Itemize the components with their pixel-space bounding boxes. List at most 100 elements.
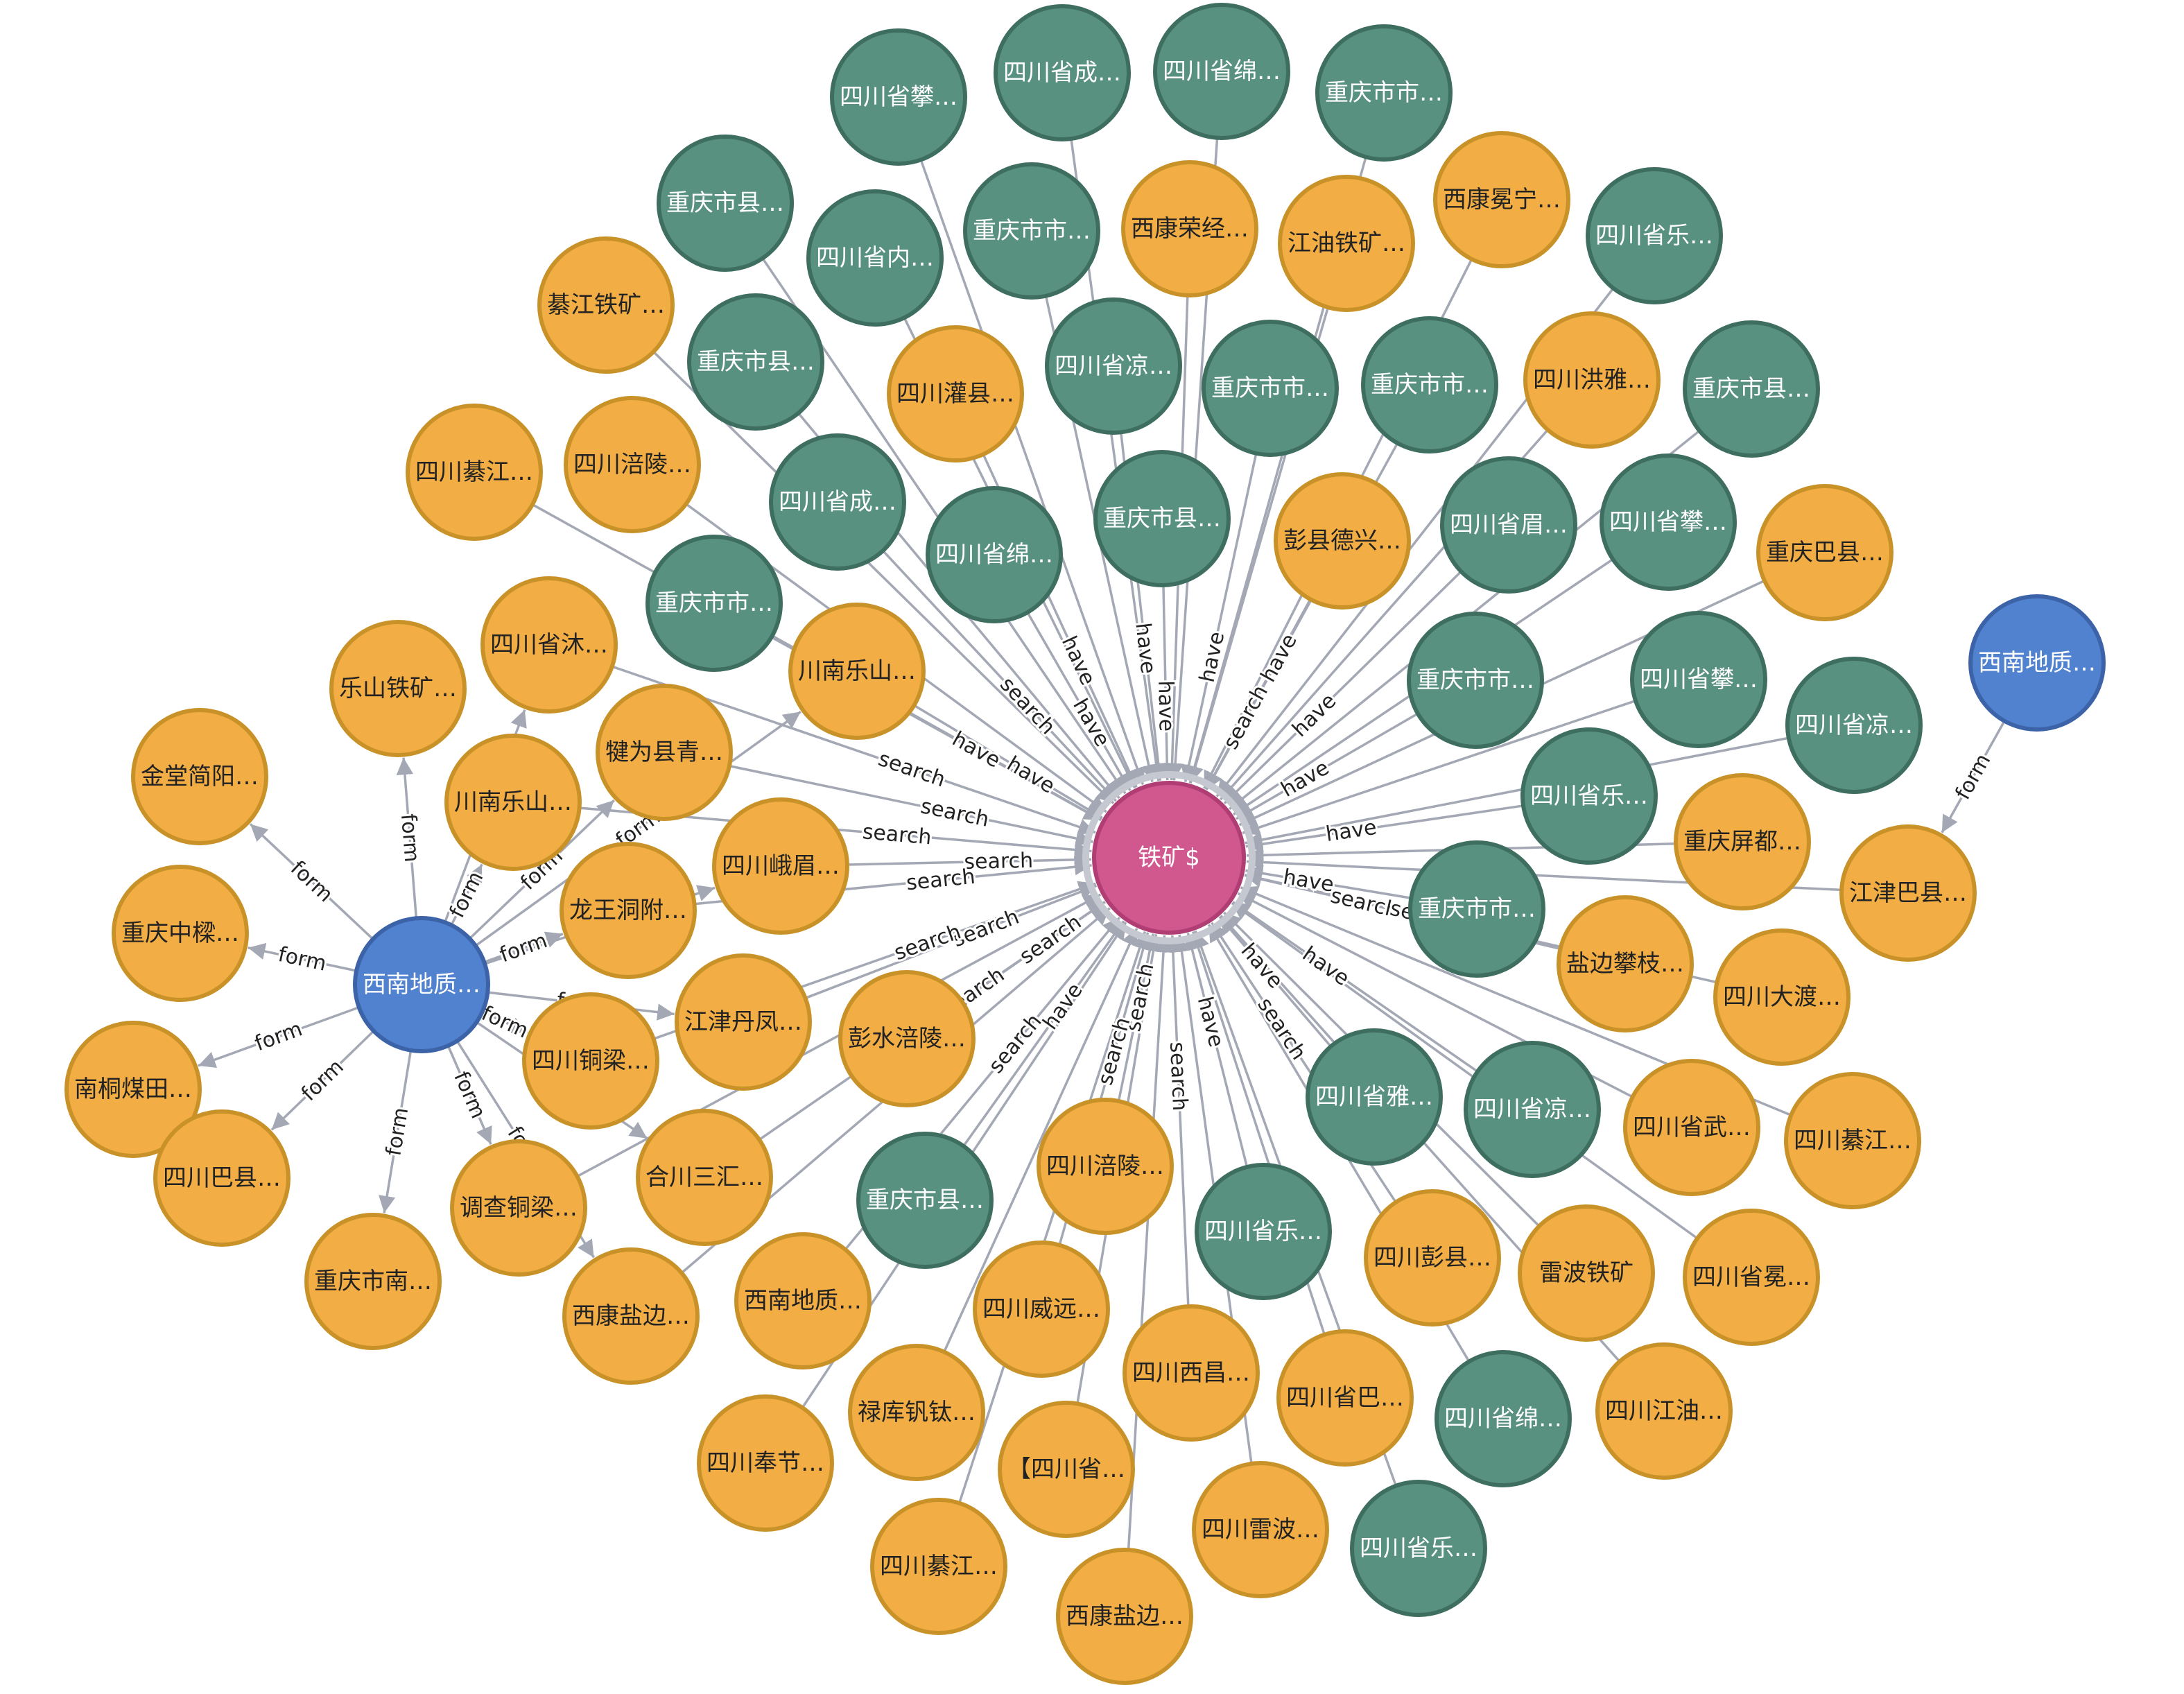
graph-node-o39[interactable]: 西康盐边… <box>562 1247 700 1385</box>
graph-node-g22[interactable]: 四川省凉… <box>1785 657 1923 794</box>
graph-node-o2[interactable]: 西康冕宁… <box>1433 131 1570 268</box>
node-circle[interactable] <box>806 189 944 327</box>
node-circle[interactable] <box>1364 1189 1501 1326</box>
graph-node-o31[interactable]: 四川涪陵… <box>1037 1098 1174 1235</box>
node-circle[interactable] <box>1557 895 1694 1032</box>
node-circle[interactable] <box>1092 781 1246 935</box>
node-circle[interactable] <box>973 1241 1110 1378</box>
graph-node-o7[interactable]: 四川綦江… <box>406 404 543 541</box>
node-circle[interactable] <box>329 620 467 757</box>
graph-node-o37[interactable]: 重庆市南… <box>304 1213 442 1350</box>
node-circle[interactable] <box>963 162 1100 300</box>
graph-node-g8[interactable]: 四川省内… <box>806 189 944 327</box>
graph-node-o11[interactable]: 四川省沐… <box>480 576 618 714</box>
graph-node-g25[interactable]: 四川省雅… <box>1306 1028 1443 1166</box>
node-circle[interactable] <box>1408 840 1545 978</box>
node-circle[interactable] <box>304 1213 442 1350</box>
node-circle[interactable] <box>998 1401 1135 1538</box>
graph-node-o16[interactable]: 川南乐山… <box>444 734 582 871</box>
graph-node-o4[interactable]: 綦江铁矿… <box>537 236 675 374</box>
node-circle[interactable] <box>1440 456 1577 594</box>
node-circle[interactable] <box>687 293 824 431</box>
graph-node-o47[interactable]: 四川雷波… <box>1192 1461 1329 1598</box>
node-circle[interactable] <box>1202 320 1339 457</box>
node-circle[interactable] <box>1968 594 2106 732</box>
node-circle[interactable] <box>1839 824 1977 962</box>
node-circle[interactable] <box>450 1139 587 1277</box>
node-circle[interactable] <box>1350 1480 1487 1617</box>
node-circle[interactable] <box>712 797 849 935</box>
node-circle[interactable] <box>1630 611 1767 748</box>
node-circle[interactable] <box>848 1344 985 1481</box>
graph-node-g21[interactable]: 四川省攀… <box>1630 611 1767 748</box>
graph-node-g29[interactable]: 四川省绵… <box>1435 1350 1572 1487</box>
node-circle[interactable] <box>645 535 783 672</box>
graph-node-c[interactable]: 铁矿$ <box>1082 771 1256 944</box>
node-circle[interactable] <box>153 1109 291 1247</box>
node-circle[interactable] <box>1433 131 1570 268</box>
node-circle[interactable] <box>838 970 976 1107</box>
graph-node-o12[interactable]: 川南乐山… <box>788 603 926 740</box>
node-circle[interactable] <box>734 1232 872 1369</box>
node-circle[interactable] <box>1520 727 1658 865</box>
graph-node-g2[interactable]: 四川省成… <box>994 4 1131 141</box>
node-circle[interactable] <box>1407 612 1544 749</box>
node-circle[interactable] <box>830 28 967 166</box>
node-circle[interactable] <box>131 708 268 845</box>
graph-node-o40[interactable]: 四川威远… <box>973 1241 1110 1378</box>
graph-node-g13[interactable]: 重庆市县… <box>1683 320 1820 458</box>
graph-node-o44[interactable]: 禄库钒钛… <box>848 1344 985 1481</box>
node-circle[interactable] <box>870 1498 1007 1635</box>
node-circle[interactable] <box>697 1394 834 1532</box>
graph-node-o43[interactable]: 四川江油… <box>1595 1342 1733 1480</box>
graph-node-g5[interactable]: 重庆市县… <box>657 135 794 272</box>
graph-node-o24[interactable]: 江津丹凤… <box>675 953 812 1091</box>
node-circle[interactable] <box>1674 773 1811 910</box>
graph-node-g7[interactable]: 四川省乐… <box>1586 167 1723 304</box>
node-circle[interactable] <box>353 916 490 1053</box>
node-circle[interactable] <box>560 842 697 979</box>
node-circle[interactable] <box>1756 484 1893 621</box>
node-circle[interactable] <box>480 576 618 714</box>
node-circle[interactable] <box>788 603 926 740</box>
graph-node-o42[interactable]: 四川省巴… <box>1276 1329 1414 1467</box>
node-circle[interactable] <box>1518 1204 1655 1342</box>
node-circle[interactable] <box>1623 1059 1760 1196</box>
graph-node-o29[interactable]: 四川綦江… <box>1784 1072 1921 1209</box>
node-circle[interactable] <box>1523 311 1661 449</box>
graph-node-o15[interactable]: 金堂简阳… <box>131 708 268 845</box>
graph-node-o30[interactable]: 四川巴县… <box>153 1109 291 1247</box>
node-circle[interactable] <box>1056 1548 1193 1685</box>
node-circle[interactable] <box>562 1247 700 1385</box>
graph-node-o20[interactable]: 重庆中樑… <box>112 865 249 1002</box>
graph-node-o49[interactable]: 西康盐边… <box>1056 1548 1193 1685</box>
graph-node-g20[interactable]: 重庆市市… <box>1407 612 1544 749</box>
node-circle[interactable] <box>1045 297 1182 435</box>
node-circle[interactable] <box>1306 1028 1443 1166</box>
node-circle[interactable] <box>1600 453 1737 591</box>
node-circle[interactable] <box>1595 1342 1733 1480</box>
node-circle[interactable] <box>887 325 1024 463</box>
node-circle[interactable] <box>1276 1329 1414 1467</box>
node-circle[interactable] <box>1785 657 1923 794</box>
node-circle[interactable] <box>1121 160 1258 297</box>
node-circle[interactable] <box>1315 24 1453 162</box>
graph-node-g16[interactable]: 四川省眉… <box>1440 456 1577 594</box>
graph-node-o34[interactable]: 四川彭县… <box>1364 1189 1501 1326</box>
node-circle[interactable] <box>994 4 1131 141</box>
node-circle[interactable] <box>537 236 675 374</box>
graph-node-o5[interactable]: 四川灌县… <box>887 325 1024 463</box>
graph-node-o10[interactable]: 重庆巴县… <box>1756 484 1893 621</box>
graph-node-o35[interactable]: 雷波铁矿 <box>1518 1204 1655 1342</box>
graph-node-o25[interactable]: 彭水涪陵… <box>838 970 976 1107</box>
graph-node-o33[interactable]: 调查铜梁… <box>450 1139 587 1277</box>
graph-node-o17[interactable]: 四川峨眉… <box>712 797 849 935</box>
graph-node-g24[interactable]: 重庆市市… <box>1408 840 1545 978</box>
graph-node-o23[interactable]: 四川大渡… <box>1713 928 1851 1066</box>
node-circle[interactable] <box>1683 1209 1820 1346</box>
node-circle[interactable] <box>1683 320 1820 458</box>
node-circle[interactable] <box>1274 472 1411 610</box>
graph-node-g27[interactable]: 重庆市县… <box>856 1132 994 1269</box>
graph-node-o22[interactable]: 盐边攀枝… <box>1557 895 1694 1032</box>
